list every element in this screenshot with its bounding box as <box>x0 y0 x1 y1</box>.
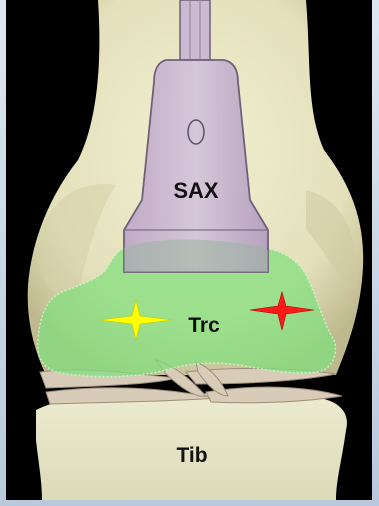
cartilage-label: Trc <box>188 314 220 337</box>
probe-footprint <box>124 240 268 273</box>
knee-illustration: SAX Trc Tib <box>6 0 372 500</box>
probe-label: SAX <box>173 178 219 203</box>
tibia-label: Tib <box>176 444 207 467</box>
knee-ultrasound-diagram: SAX Trc Tib <box>6 0 372 500</box>
